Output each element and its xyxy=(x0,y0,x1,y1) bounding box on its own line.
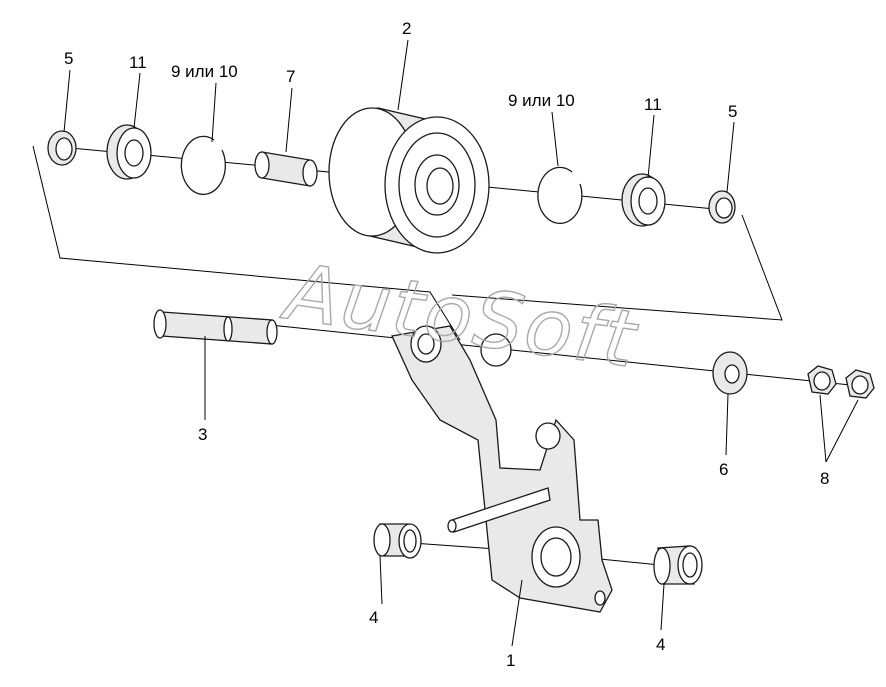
nuts-8 xyxy=(807,365,875,399)
label-part-6: 6 xyxy=(719,460,728,479)
bearing-11-left xyxy=(106,124,152,180)
snap-ring-9-right xyxy=(537,166,583,225)
washer-5-left xyxy=(47,130,77,166)
bearing-11-right xyxy=(621,173,666,227)
label-part-11-right: 11 xyxy=(644,95,662,114)
label-part-9-left: 9 или 10 xyxy=(171,62,238,81)
snap-ring-9-left xyxy=(180,135,226,196)
label-part-4-right: 4 xyxy=(656,635,665,654)
bushing-4-left xyxy=(373,523,422,559)
label-part-3: 3 xyxy=(198,425,207,444)
bracket-1 xyxy=(391,325,613,613)
label-part-9-right: 9 или 10 xyxy=(508,91,575,110)
callout-labels: 5 11 9 или 10 7 2 9 или 10 11 5 3 6 8 4 … xyxy=(64,19,829,670)
label-part-2: 2 xyxy=(402,19,411,38)
washer-6 xyxy=(712,351,748,395)
label-part-8: 8 xyxy=(820,469,829,488)
label-part-4-left: 4 xyxy=(369,608,378,627)
roller-2 xyxy=(328,107,490,254)
axle-3 xyxy=(153,309,278,345)
bushing-4-right xyxy=(653,545,703,585)
label-part-11-left: 11 xyxy=(129,53,147,72)
label-part-1: 1 xyxy=(506,651,515,670)
label-part-5-right: 5 xyxy=(728,102,737,121)
label-part-5-left: 5 xyxy=(64,49,73,68)
leader-lines xyxy=(63,39,859,647)
washer-5-right xyxy=(708,190,736,224)
label-part-7: 7 xyxy=(286,67,295,86)
spacer-7 xyxy=(254,151,318,187)
